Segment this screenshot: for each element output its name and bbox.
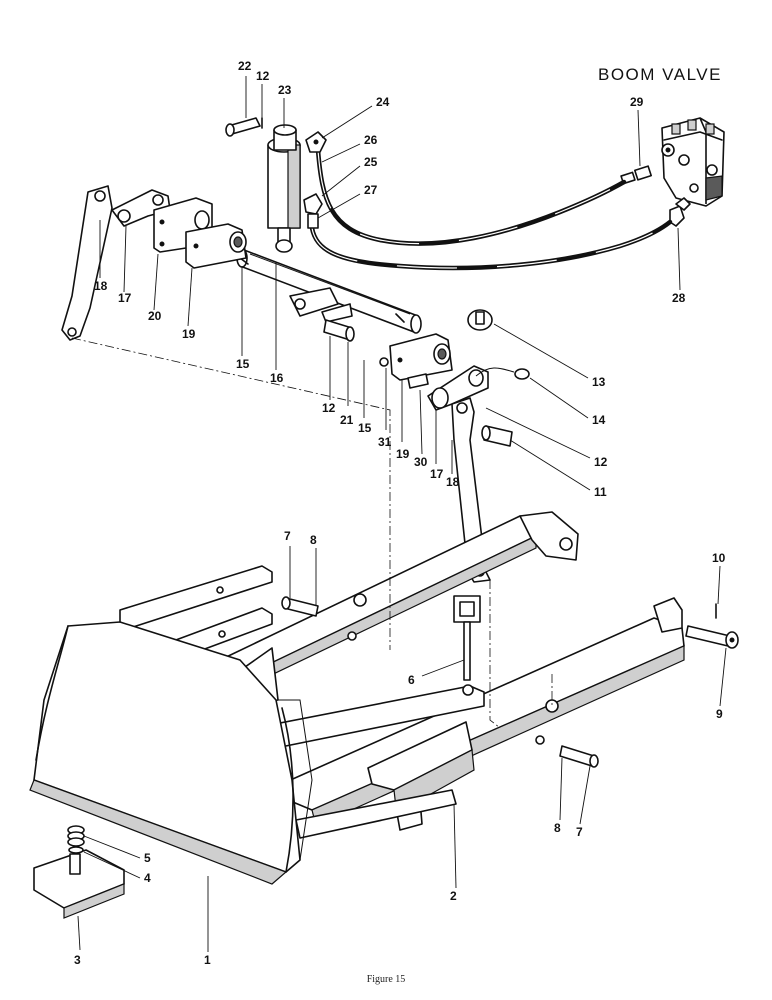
callout-5: 5 <box>144 851 151 865</box>
callout-4: 4 <box>144 871 151 885</box>
boom-valve-body <box>661 117 725 207</box>
washer-14 <box>514 368 530 380</box>
callout-12-pin: 12 <box>322 401 336 415</box>
pin-7-upper <box>281 596 319 617</box>
cylinder-pin-22 <box>225 117 261 137</box>
callout-10: 10 <box>712 551 726 565</box>
elbow-fitting-27 <box>303 193 323 229</box>
elbow-fitting-24 <box>305 131 327 153</box>
washer-4 <box>68 846 84 854</box>
callout-3: 3 <box>74 953 81 967</box>
hydraulic-cylinder-23 <box>267 124 301 253</box>
callout-6: 6 <box>408 673 415 687</box>
figure-caption: Figure 15 <box>367 974 406 985</box>
hydraulic-hose-26 <box>315 147 627 246</box>
dozer-blade-1 <box>29 621 313 885</box>
phantom-line-left <box>71 337 391 650</box>
callout-29: 29 <box>630 95 644 109</box>
shaft-clevis <box>289 287 353 323</box>
hydraulic-hose-25 <box>309 219 673 271</box>
pin-6 <box>453 595 481 681</box>
hitch-pin-9 <box>685 625 739 649</box>
callout-26: 26 <box>364 133 378 147</box>
callout-24: 24 <box>376 95 390 109</box>
callout-12-right: 12 <box>594 455 608 469</box>
callout-11: 11 <box>594 485 607 499</box>
pin-30 <box>407 373 429 389</box>
phantom-line-right <box>489 580 501 729</box>
callout-18-left: 18 <box>94 279 108 293</box>
callout-17-left: 17 <box>118 291 132 305</box>
callout-2: 2 <box>450 889 457 903</box>
callout-14: 14 <box>592 413 606 427</box>
lift-arm-18-left <box>61 185 113 341</box>
callout-19-right: 19 <box>396 447 410 461</box>
callout-7-upper: 7 <box>284 529 291 543</box>
diagram-title: BOOM VALVE <box>598 65 722 84</box>
elbow-fitting-28 <box>669 197 691 227</box>
bracket-19-right <box>389 333 453 381</box>
callout-numbers: 22 12 23 24 26 25 27 29 28 18 17 20 19 1… <box>74 59 726 967</box>
bracket-19-left <box>185 223 247 269</box>
callout-9: 9 <box>716 707 723 721</box>
pin-21 <box>323 319 355 342</box>
callout-12-cylinder-pin: 12 <box>256 69 270 83</box>
callout-25: 25 <box>364 155 378 169</box>
callout-30: 30 <box>414 455 428 469</box>
callout-27: 27 <box>364 183 378 197</box>
callout-17-right: 17 <box>430 467 444 481</box>
valve-fitting-29 <box>620 165 653 185</box>
spring-5 <box>67 825 85 847</box>
callout-15-left: 15 <box>236 357 250 371</box>
cotter-pin-15 <box>395 313 405 323</box>
callout-31: 31 <box>378 435 392 449</box>
callout-28: 28 <box>672 291 686 305</box>
callout-18-right: 18 <box>446 475 460 489</box>
callout-1: 1 <box>204 953 211 967</box>
callout-19-left: 19 <box>182 327 196 341</box>
skid-shoe-3 <box>33 849 125 919</box>
nut-31 <box>379 357 389 367</box>
wire-loop <box>475 367 515 377</box>
callout-22: 22 <box>238 59 252 73</box>
grease-fitting-13 <box>467 309 493 331</box>
callout-15-right: 15 <box>358 421 372 435</box>
callout-23: 23 <box>278 83 292 97</box>
callout-8-upper: 8 <box>310 533 317 547</box>
pin-7-lower <box>559 745 599 768</box>
callout-16: 16 <box>270 371 284 385</box>
bell-crank-17-right <box>427 365 489 411</box>
callout-7-lower: 7 <box>576 825 583 839</box>
callout-leaders <box>77 76 727 952</box>
pin-11 <box>481 425 513 447</box>
callout-21: 21 <box>340 413 354 427</box>
callout-8-lower: 8 <box>554 821 561 835</box>
callout-13: 13 <box>592 375 606 389</box>
callout-20: 20 <box>148 309 162 323</box>
